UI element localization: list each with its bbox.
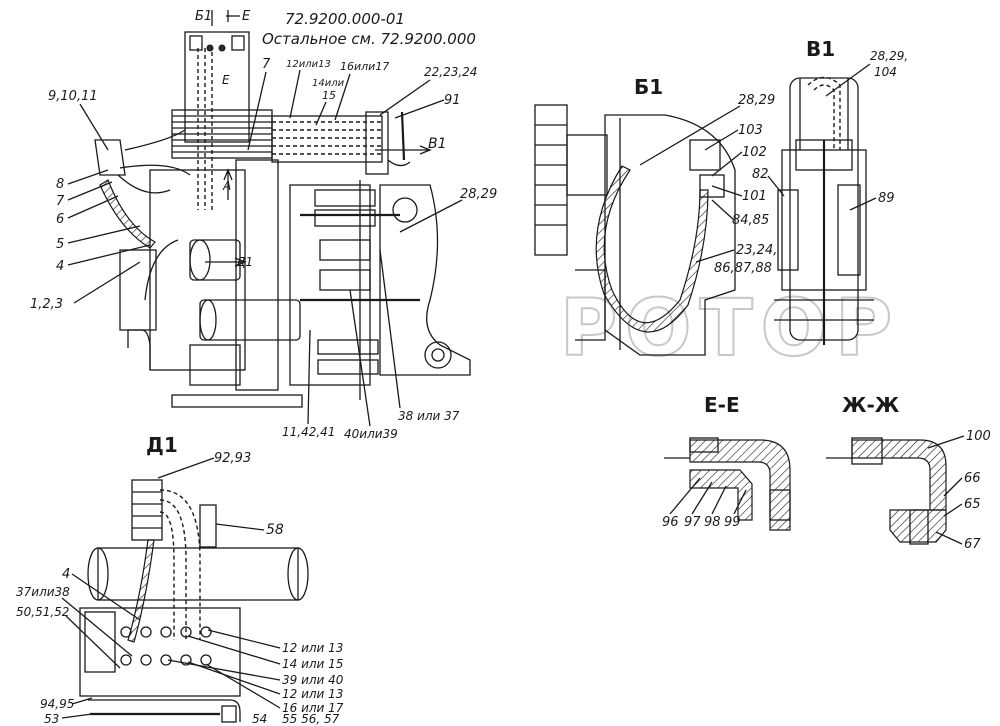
d1-label-94-95: 94,95	[40, 697, 74, 711]
view-b1-labels: 28,29 103 102 101 84,85 23,24, 86,87,88	[639, 93, 777, 276]
section-ee: Е-Е	[664, 393, 791, 531]
v1-label-82: 82	[752, 167, 769, 182]
label-v1-arrow: В1	[428, 136, 447, 152]
label-4: 4	[56, 259, 64, 274]
label-12-13: 12или13	[286, 59, 331, 70]
section-mark-b: Б1	[195, 9, 212, 24]
v1-label-89: 89	[878, 191, 895, 206]
d1-label-55-57: 55 56, 57	[282, 712, 340, 726]
section-ee-title: Е-Е	[704, 393, 740, 417]
label-7b: 7	[262, 57, 271, 72]
label-91: 91	[444, 93, 461, 108]
d1-label-14-15: 14 или 15	[282, 657, 343, 671]
label-22-23-24: 22,23,24	[424, 65, 477, 79]
label-38-37: 38 или 37	[398, 409, 460, 423]
b1-label-101: 101	[742, 189, 767, 204]
view-b1-title: Б1	[634, 75, 663, 99]
label-8: 8	[56, 177, 64, 192]
d1-label-12-13b: 12 или 13	[282, 687, 343, 701]
b1-label-28-29: 28,29	[738, 93, 775, 108]
zh-label-66: 66	[964, 471, 981, 486]
b1-label-23-24: 23,24,	[736, 243, 777, 258]
ee-label-99: 99	[724, 515, 741, 530]
label-11-42-41: 11,42,41	[282, 425, 335, 439]
label-40-39: 40или39	[344, 427, 398, 441]
label-d1-arrow: Д1	[235, 255, 253, 269]
main-view-labels: 9,10,11 8 7 6 5 4 1,2,3 7 12или13 14или …	[30, 57, 497, 441]
drawing-header: 72.9200.000-01 Остальное см. 72.9200.000…	[195, 9, 476, 48]
d1-label-53: 53	[44, 712, 59, 726]
section-mark-e: Е	[242, 9, 251, 24]
label-5: 5	[56, 237, 64, 252]
label-14: 14или	[312, 78, 345, 89]
view-d1-title: Д1	[146, 433, 178, 457]
b1-label-86-88: 86,87,88	[714, 261, 772, 276]
section-zhzh-title: Ж-Ж	[842, 393, 900, 417]
view-v1: В1	[774, 37, 874, 345]
d1-label-58: 58	[266, 522, 284, 538]
main-view	[94, 31, 471, 408]
section-zhzh-labels: 100 66 65 67	[927, 429, 991, 552]
header-code-line1: 72.9200.000-01	[285, 10, 405, 28]
b1-label-84-85: 84,85	[732, 213, 769, 228]
zh-label-65: 65	[964, 497, 981, 512]
d1-label-50-52: 50,51,52	[16, 605, 69, 619]
view-d1-labels: 92,93 58 4 37или38 50,51,52 12 или 13 14…	[16, 451, 344, 726]
label-a: А	[222, 179, 231, 193]
ee-label-96: 96	[662, 515, 679, 530]
d1-label-16-17: 16 или 17	[282, 701, 344, 715]
section-zhzh: Ж-Ж	[826, 393, 947, 545]
coil-windings	[172, 115, 272, 153]
d1-label-4: 4	[62, 567, 70, 582]
label-6: 6	[56, 212, 64, 227]
label-1-2-3: 1,2,3	[30, 297, 63, 312]
v1-label-104: 104	[874, 65, 897, 79]
ee-label-98: 98	[704, 515, 721, 530]
label-15: 15	[322, 89, 336, 102]
view-v1-labels: 28,29, 104 82 89	[752, 49, 908, 211]
zh-label-67: 67	[964, 537, 981, 552]
label-7a: 7	[56, 194, 65, 209]
view-b1: Б1	[534, 75, 736, 356]
header-code-line2: Остальное см. 72.9200.000	[262, 30, 476, 48]
b1-label-103: 103	[738, 123, 763, 138]
d1-label-39-40: 39 или 40	[282, 673, 344, 687]
label-e: Е	[222, 73, 230, 87]
label-28-29: 28,29	[460, 187, 497, 202]
view-v1-title: В1	[806, 37, 835, 61]
zh-label-100: 100	[966, 429, 991, 444]
ee-label-97: 97	[684, 515, 701, 530]
v1-label-28-29: 28,29,	[870, 49, 908, 63]
label-9-10-11: 9,10,11	[48, 89, 98, 104]
d1-label-92-93: 92,93	[214, 451, 251, 466]
label-16-17: 16или17	[340, 60, 389, 73]
d1-label-37-38: 37или38	[16, 585, 70, 599]
b1-label-102: 102	[742, 145, 767, 160]
d1-label-12-13: 12 или 13	[282, 641, 343, 655]
d1-label-54: 54	[252, 712, 267, 726]
section-ee-labels: 96 97 98 99	[662, 477, 747, 530]
